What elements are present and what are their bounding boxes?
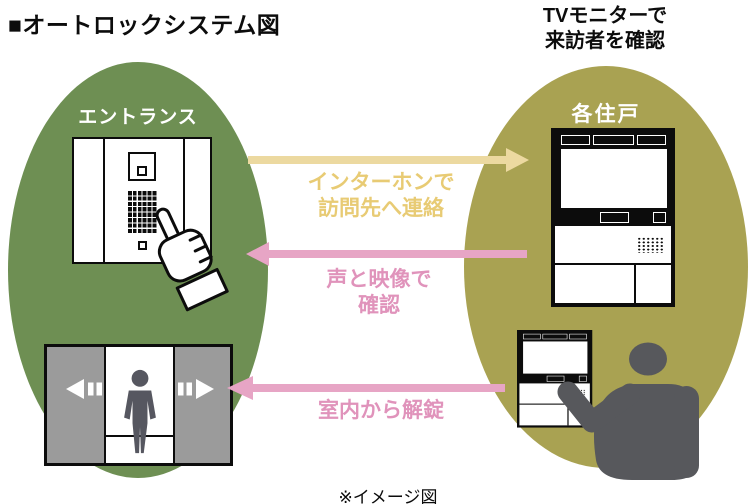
door-leaf-right	[173, 347, 230, 463]
panel-call-button	[138, 241, 147, 250]
page-title: ■オートロックシステム図	[8, 12, 281, 38]
auto-door	[44, 344, 233, 466]
door-opening	[106, 347, 173, 463]
monitor-lower-panel	[555, 265, 671, 303]
residence-zone-label: 各住戸	[571, 103, 641, 126]
door-open-right-icon	[178, 379, 214, 399]
door-floor-line	[106, 435, 173, 437]
monitor-lower-divider	[634, 265, 636, 303]
entrance-zone-label: エントランス	[78, 107, 198, 128]
monitor-lower-divider	[567, 404, 569, 426]
room-tv-monitor	[551, 128, 675, 307]
image-footnote: ※イメージ図	[338, 488, 438, 504]
panel-keypad	[128, 191, 157, 234]
visitor-person-icon	[123, 369, 156, 454]
tv-monitor-caption-line2: 来訪者を確認	[545, 30, 665, 52]
monitor-unlock-button	[578, 375, 587, 382]
monitor-top-buttons	[561, 135, 666, 145]
pointing-hand-icon	[155, 207, 229, 312]
flow-label-confirm-line1: 声と映像で	[326, 268, 432, 291]
flow-label-intercom-line1: インターホンで	[307, 171, 455, 194]
panel-divider-left	[103, 139, 105, 262]
flow-label-intercom: インターホンで 訪問先へ連絡	[281, 170, 481, 222]
flow-label-confirm-line2: 確認	[358, 294, 400, 317]
flow-label-unlock: 室内から解錠	[318, 399, 444, 422]
panel-divider-right	[183, 139, 185, 262]
monitor-screen	[523, 341, 588, 374]
flow-label-intercom-line2: 訪問先へ連絡	[318, 197, 444, 220]
resident-person-icon	[557, 342, 699, 480]
panel-camera-lens	[137, 166, 147, 176]
arrow-unlock-left-icon	[227, 376, 505, 400]
monitor-screen	[561, 149, 667, 208]
monitor-speaker-area	[555, 226, 671, 263]
monitor-talk-button	[600, 212, 629, 223]
flow-label-confirm: 声と映像で 確認	[279, 267, 479, 319]
door-open-left-icon	[66, 379, 102, 399]
monitor-top-buttons	[523, 333, 587, 340]
monitor-talk-button	[546, 375, 565, 382]
door-leaf-left	[47, 347, 106, 463]
monitor-unlock-button	[653, 212, 666, 223]
tv-monitor-caption-line1: TVモニターで	[542, 5, 668, 27]
tv-monitor-caption: TVモニターで 来訪者を確認	[480, 4, 730, 54]
panel-camera-speaker-box	[128, 152, 156, 181]
speaker-grille-icon	[637, 237, 664, 253]
